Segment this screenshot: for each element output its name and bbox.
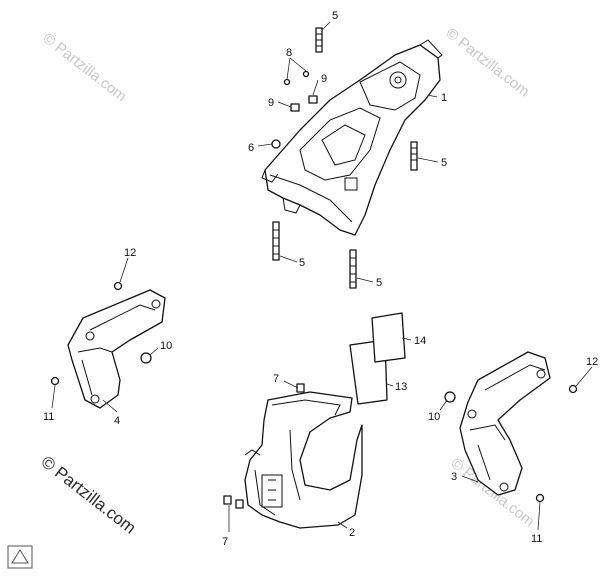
callout-2: 2 (349, 527, 355, 539)
part-8-screw-b (302, 70, 310, 78)
callout-11-right: 11 (531, 533, 542, 545)
part-7-clip-b (223, 495, 232, 505)
callout-12-left: 12 (124, 247, 136, 259)
part-7-clip-a (296, 383, 305, 393)
part-14-flap (371, 312, 406, 363)
leader-lines (51, 21, 593, 532)
callout-7-upper: 7 (273, 373, 279, 385)
callout-12-right: 12 (586, 356, 598, 368)
callout-4: 4 (114, 415, 120, 427)
part-5-stud-left (272, 221, 280, 261)
part-12-screw-left (113, 281, 123, 291)
watermark-bottom-left: © Partzilla.com (38, 452, 140, 538)
callout-10-left: 10 (160, 340, 172, 352)
part-11-screw-left (50, 376, 60, 386)
callout-6: 6 (248, 142, 254, 154)
part-12-screw-right (568, 384, 578, 394)
part-11-screw-right (535, 493, 545, 503)
callout-8: 8 (286, 47, 292, 59)
callout-5-left: 5 (299, 257, 305, 269)
part-8-screw-a (283, 78, 291, 86)
part-5-stud-right (410, 141, 418, 171)
callout-9-upper: 9 (321, 73, 327, 85)
part-4-left-side-cover (67, 289, 166, 409)
watermark-top-right: © Partzilla.com (443, 25, 533, 101)
part-9-clip-a (290, 103, 300, 112)
callout-7-lower: 7 (222, 536, 228, 548)
callout-9-lower: 9 (268, 97, 274, 109)
part-9-clip-b (308, 95, 318, 104)
callout-5-right: 5 (441, 157, 447, 169)
part-7-clip-c (235, 499, 244, 509)
watermark-top-left: © Partzilla.com (40, 30, 130, 106)
partzilla-logo-icon (7, 545, 33, 569)
part-1-rear-frame (261, 39, 443, 236)
callout-13: 13 (395, 381, 407, 393)
callout-5-bottom: 5 (376, 277, 382, 289)
callout-5-top: 5 (332, 10, 338, 22)
part-5-stud-top (315, 27, 323, 53)
part-10-grommet-left (140, 352, 152, 364)
callout-1: 1 (441, 92, 447, 104)
part-2-rear-fender (244, 391, 363, 529)
part-3-right-side-cover (459, 351, 551, 496)
part-5-stud-bottom (349, 249, 357, 289)
callout-10-right: 10 (428, 411, 440, 423)
part-6-bolt (271, 139, 281, 149)
callout-11-left: 11 (43, 411, 54, 423)
part-10-grommet-right (444, 391, 456, 403)
callout-3: 3 (451, 471, 457, 483)
callout-14: 14 (414, 335, 426, 347)
